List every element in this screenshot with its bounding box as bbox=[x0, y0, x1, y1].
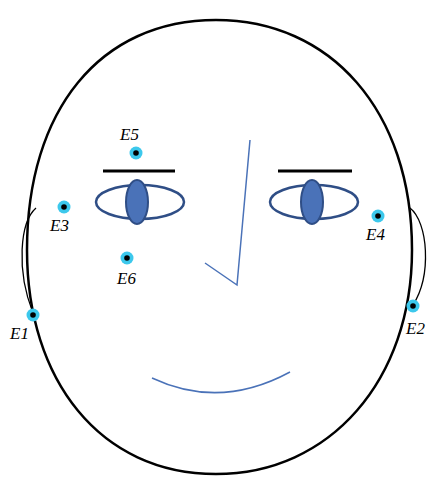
head-outline bbox=[27, 20, 412, 474]
left-ear bbox=[22, 208, 36, 313]
electrode-label: E1 bbox=[10, 325, 29, 343]
electrode-label: E6 bbox=[117, 270, 136, 288]
electrodes bbox=[27, 147, 420, 322]
electrode-label: E4 bbox=[366, 226, 385, 244]
electrode-label: E5 bbox=[120, 126, 139, 144]
left-eyebrow bbox=[103, 170, 175, 173]
mouth bbox=[152, 372, 290, 393]
right-eyebrow bbox=[278, 170, 352, 173]
right-iris bbox=[301, 180, 323, 224]
left-iris bbox=[126, 180, 148, 224]
right-ear bbox=[410, 208, 425, 305]
nose bbox=[205, 140, 250, 285]
electrode-label: E2 bbox=[406, 320, 425, 338]
electrode-label: E3 bbox=[50, 217, 69, 235]
